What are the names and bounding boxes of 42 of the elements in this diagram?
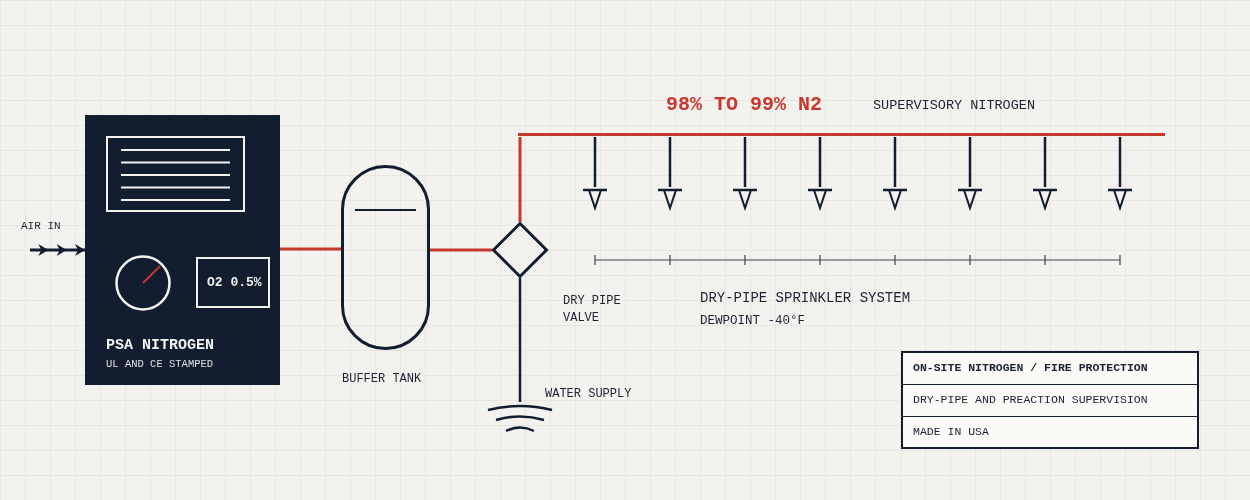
component-label: BUFFER TANK <box>342 372 422 386</box>
water-supply-symbol <box>486 402 554 434</box>
nitrogen-pipe <box>280 247 341 251</box>
buffer-tank <box>341 165 430 350</box>
purity-label: 98% TO 99% N2 <box>666 93 823 116</box>
panel-line: DRY-PIPE AND PREACTION SUPERVISION <box>903 384 1197 416</box>
sprinkler-head <box>583 187 607 210</box>
inlet-label: AIR IN <box>21 220 61 232</box>
nitrogen-pipe <box>518 137 522 222</box>
dry-pipe-valve <box>492 222 548 278</box>
pipe <box>818 137 822 187</box>
pipe <box>893 137 897 187</box>
sprinkler-head <box>733 187 757 210</box>
sprinkler-head <box>808 187 832 210</box>
panel-heading: ON-SITE NITROGEN / FIRE PROTECTION <box>912 360 1149 376</box>
sprinkler-head <box>1108 187 1132 210</box>
pipe <box>743 137 747 187</box>
sprinkler-head <box>658 187 682 210</box>
sprinkler-head <box>883 187 907 210</box>
readout-value: O2 0.5% <box>207 275 262 290</box>
system-label: DRY-PIPE SPRINKLER SYSTEM <box>700 290 911 306</box>
pipe <box>1043 137 1047 187</box>
pipe-label: SUPERVISORY NITROGEN <box>873 98 1036 113</box>
pipe <box>668 137 672 187</box>
equipment-subtitle: UL AND CE STAMPED <box>106 358 214 370</box>
header-pipe <box>518 132 1165 137</box>
sprinkler-head <box>1033 187 1057 210</box>
pipe <box>968 137 972 187</box>
pipe <box>593 137 597 187</box>
panel-line: MADE IN USA <box>903 416 1197 448</box>
inlet-arrow <box>30 244 85 256</box>
pipe <box>518 278 522 402</box>
equipment-title: PSA NITROGEN <box>106 337 215 354</box>
sprinkler-head <box>958 187 982 210</box>
component-label: WATER SUPPLY <box>545 387 632 401</box>
oxygen-readout-display <box>196 257 270 308</box>
nitrogen-generator-cabinet <box>85 115 280 385</box>
nitrogen-pipe <box>430 248 492 252</box>
spec-label: DEWPOINT -40°F <box>700 314 806 328</box>
pipe <box>1118 137 1122 187</box>
info-panel <box>901 351 1199 449</box>
component-label: DRY PIPE VALVE <box>563 293 622 327</box>
